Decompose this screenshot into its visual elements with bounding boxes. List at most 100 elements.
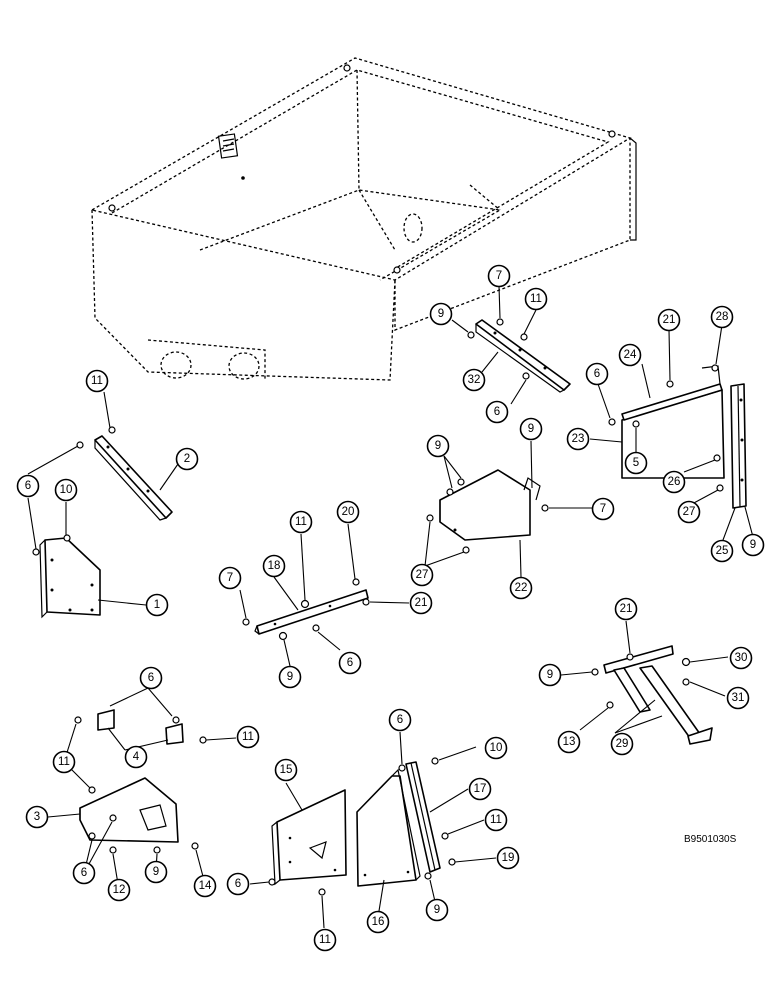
svg-text:31: 31 [732,692,745,704]
callout-10a: 10 [54,478,78,502]
tall-panel-part-16 [356,764,421,887]
callout-15: 15 [274,758,298,782]
callout-23: 23 [566,427,590,451]
callout-21b: 21 [409,591,433,615]
svg-text:6: 6 [235,878,241,890]
svg-text:10: 10 [60,484,73,496]
svg-text:15: 15 [280,764,293,776]
callout-12: 12 [107,878,131,902]
svg-text:13: 13 [563,736,576,748]
gusset-plate-part-22 [426,469,549,554]
callout-9d: 9 [741,533,765,557]
strip-part-17 [405,757,456,880]
svg-text:32: 32 [468,374,481,386]
svg-text:5: 5 [633,457,639,469]
callout-22: 22 [509,576,533,600]
callout-3: 3 [25,805,49,829]
svg-text:6: 6 [594,368,600,380]
callout-16: 16 [366,910,390,934]
vertical-strip-part-25 [730,383,747,509]
callout-9c: 9 [519,417,543,441]
callout-6g: 6 [226,872,250,896]
svg-text:7: 7 [496,270,502,282]
side-panel-part-1 [32,534,101,619]
svg-text:9: 9 [750,539,756,551]
callout-11a: 11 [85,369,109,393]
svg-text:25: 25 [716,545,729,557]
svg-text:27: 27 [416,569,429,581]
channel-bracket-part-18 [242,578,370,641]
svg-text:9: 9 [434,904,440,916]
svg-text:30: 30 [735,652,748,664]
svg-text:21: 21 [415,597,428,609]
callout-7b: 7 [591,497,615,521]
callout-32: 32 [462,368,486,392]
svg-text:12: 12 [113,884,126,896]
callout-27a: 27 [410,563,434,587]
callout-21c: 21 [614,597,638,621]
svg-text:14: 14 [199,880,212,892]
callout-11c: 11 [289,510,313,534]
callout-26: 26 [662,470,686,494]
svg-text:9: 9 [547,669,553,681]
callout-6h: 6 [388,708,412,732]
svg-text:21: 21 [663,314,676,326]
svg-text:22: 22 [515,582,528,594]
callout-11b: 11 [524,287,548,311]
svg-text:11: 11 [530,293,542,305]
svg-text:9: 9 [287,671,293,683]
callout-27b: 27 [677,500,701,524]
svg-text:9: 9 [435,440,441,452]
callout-11d: 11 [236,725,260,749]
callout-6c: 6 [585,362,609,386]
svg-text:11: 11 [58,756,70,768]
svg-text:1: 1 [154,599,160,611]
svg-text:9: 9 [528,423,534,435]
svg-text:11: 11 [319,934,331,946]
callout-9h: 9 [425,898,449,922]
svg-text:7: 7 [600,503,606,515]
callout-31: 31 [726,686,750,710]
svg-text:11: 11 [242,731,254,743]
svg-text:3: 3 [34,811,40,823]
svg-text:10: 10 [490,742,503,754]
callout-2: 2 [175,447,199,471]
svg-text:4: 4 [133,751,140,763]
callout-11f: 11 [484,808,508,832]
svg-text:28: 28 [716,311,729,323]
callout-7c: 7 [218,566,242,590]
svg-text:6: 6 [347,657,353,669]
svg-text:24: 24 [624,349,637,361]
callout-5: 5 [624,451,648,475]
callout-9g: 9 [144,860,168,884]
callout-10b: 10 [484,736,508,760]
callout-29: 29 [610,732,634,756]
callout-6e: 6 [139,666,163,690]
svg-text:16: 16 [372,916,385,928]
svg-text:6: 6 [25,480,31,492]
callout-11e: 11 [52,750,76,774]
callout-17: 17 [468,777,492,801]
callout-9a: 9 [429,302,453,326]
callout-25: 25 [710,539,734,563]
svg-text:21: 21 [620,603,633,615]
svg-text:18: 18 [268,560,281,572]
callout-14: 14 [193,874,217,898]
svg-text:11: 11 [295,516,307,528]
callout-6f: 6 [72,861,96,885]
callout-19: 19 [496,846,520,870]
hopper-tank-outline [90,57,637,381]
svg-text:7: 7 [227,572,233,584]
callout-9e: 9 [278,665,302,689]
svg-text:26: 26 [668,476,681,488]
svg-text:11: 11 [91,375,103,387]
svg-text:2: 2 [184,453,190,465]
callout-9b: 9 [426,434,450,458]
svg-text:27: 27 [683,506,696,518]
svg-text:6: 6 [148,672,154,684]
callout-1: 1 [145,593,169,617]
svg-text:23: 23 [572,433,585,445]
callout-20: 20 [336,500,360,524]
